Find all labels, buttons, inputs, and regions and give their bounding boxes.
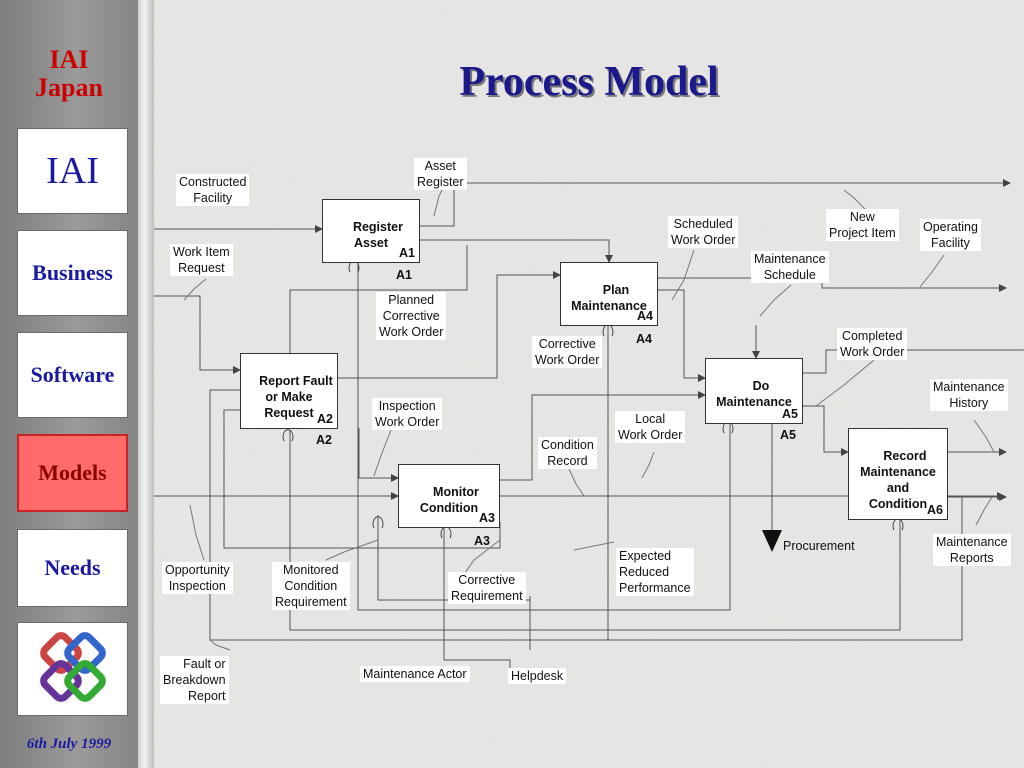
activity-label: Report Fault or Make Request (259, 374, 333, 420)
activity-monitor-condition[interactable]: Monitor Condition A3 (398, 464, 500, 528)
activity-code: A4 (637, 309, 653, 323)
flow-a2-a3 (358, 428, 399, 482)
nav-item-iai[interactable]: IAI (17, 128, 128, 214)
label-planned-corrective-work-order: Planned Corrective Work Order (376, 292, 447, 340)
label-helpdesk: Helpdesk (508, 668, 567, 684)
label-maintenance-history: Maintenance History (930, 379, 1008, 411)
flow-expected-loop (529, 596, 730, 641)
procurement-arrow-icon (762, 530, 782, 552)
brand-line-2: Japan (35, 73, 103, 102)
flow-mechanism-a5 (357, 260, 731, 611)
label-maintenance-actor: Maintenance Actor (360, 666, 470, 682)
activity-label: Record Maintenance and Condition (860, 449, 936, 511)
nav-item-business[interactable]: Business (17, 230, 128, 316)
activity-label: Register Asset (352, 220, 403, 250)
label-scheduled-work-order: Scheduled Work Order (668, 216, 739, 248)
flow-a1-a4 (420, 239, 613, 263)
label-corrective-work-order: Corrective Work Order (532, 336, 603, 368)
activity-code: A5 (782, 407, 798, 421)
flow-mechanism-a6 (289, 431, 901, 631)
activity-code-below: A1 (396, 268, 412, 282)
activity-code-below: A2 (316, 433, 332, 447)
sidebar: IAI Japan IAI Business Software Models N… (0, 0, 138, 768)
label-operating-facility: Operating Facility (920, 219, 981, 251)
label-completed-work-order: Completed Work Order (837, 328, 908, 360)
label-fault-or-breakdown-report: Fault or Breakdown Report (160, 656, 229, 704)
flow-a3-a5 (500, 391, 706, 481)
brand-logo-text: IAI Japan (0, 46, 138, 102)
nav-item-software[interactable]: Software (17, 332, 128, 418)
slide-canvas: Process Model (154, 0, 1024, 768)
activity-code: A1 (399, 246, 415, 260)
nav-item-models[interactable]: Models (17, 434, 128, 512)
label-new-project-item: New Project Item (826, 209, 899, 241)
activity-code-below: A4 (636, 332, 652, 346)
flow-work-item-request (154, 295, 241, 374)
flow-operating-facility (658, 277, 1007, 292)
flow-a5-right (803, 349, 1024, 374)
sidebar-divider (138, 0, 154, 768)
activity-code: A6 (927, 503, 943, 517)
flow-a5-a6 (803, 405, 849, 456)
label-corrective-requirement: Corrective Requirement (448, 572, 526, 604)
activity-code: A2 (317, 412, 333, 426)
footer-date: 6th July 1999 (26, 736, 112, 752)
flow-planned-corrective (289, 245, 468, 353)
activity-code: A3 (479, 511, 495, 525)
page-title: Process Model (459, 59, 719, 105)
flow-opportunity-loop (223, 409, 501, 549)
label-expected-reduced-performance: Expected Reduced Performance (616, 548, 694, 596)
activity-plan-maintenance[interactable]: Plan Maintenance A4 (560, 262, 658, 326)
label-maintenance-schedule: Maintenance Schedule (751, 251, 829, 283)
activity-register-asset[interactable]: Register Asset A1 (322, 199, 420, 263)
nav-item-needs[interactable]: Needs (17, 529, 128, 607)
activity-record-maintenance[interactable]: Record Maintenance and Condition A6 (848, 428, 948, 520)
label-asset-register: Asset Register (414, 158, 467, 190)
label-condition-record: Condition Record (538, 437, 597, 469)
flow-a4-a5 (658, 289, 706, 382)
label-procurement: Procurement (783, 539, 855, 553)
brand-line-1: IAI (49, 45, 89, 74)
label-inspection-work-order: Inspection Work Order (372, 398, 443, 430)
label-work-item-request: Work Item Request (170, 244, 233, 276)
label-monitored-condition-requirement: Monitored Condition Requirement (272, 562, 350, 610)
activity-report-fault[interactable]: Report Fault or Make Request A2 (240, 353, 338, 429)
flow-asset-register (420, 179, 1011, 227)
flow-a2-a4 (338, 271, 561, 379)
activity-code-below: A5 (780, 428, 796, 442)
activity-label: Plan Maintenance (571, 283, 647, 313)
label-maintenance-reports: Maintenance Reports (933, 534, 1011, 566)
interlocked-chain-logo-icon (17, 622, 128, 716)
label-local-work-order: Local Work Order (615, 411, 686, 443)
label-opportunity-inspection: Opportunity Inspection (162, 562, 233, 594)
activity-code-below: A3 (474, 534, 490, 548)
activity-do-maintenance[interactable]: Do Maintenance A5 (705, 358, 803, 424)
activity-label: Monitor Condition (419, 485, 479, 515)
activity-label: Do Maintenance (716, 379, 792, 409)
label-constructed-facility: Constructed Facility (176, 174, 250, 206)
